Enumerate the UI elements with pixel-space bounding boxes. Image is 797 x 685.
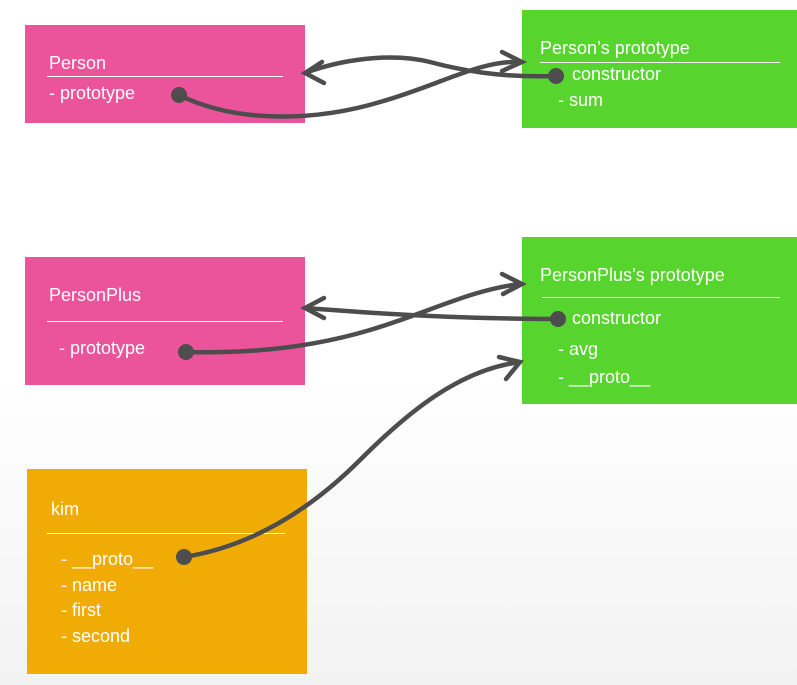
kim-name-item: - name [61, 575, 118, 595]
person-prototype-box: Person’s prototype constructor - sum [522, 10, 797, 128]
kim-box: kim - __proto__ - name - first - second [27, 469, 307, 674]
person-divider [47, 76, 283, 77]
person-prototype-item: - prototype [49, 83, 136, 103]
personplus-constructor-link [302, 305, 561, 322]
person-prototype-link-arrowhead [499, 49, 528, 74]
personplus-divider [47, 321, 283, 322]
person-prototype-sum: - sum [558, 90, 603, 110]
kim-title: kim [51, 499, 79, 519]
personplus-prototype-item: - prototype [59, 338, 146, 358]
person-prototype-constructor: constructor [572, 64, 662, 84]
personplus-prototype-proto: - __proto__ [558, 367, 651, 387]
person-constructor-link [302, 55, 559, 79]
person-box: Person - prototype [25, 25, 305, 123]
personplus-prototype-divider [542, 297, 780, 298]
personplus-prototype-link-arrowhead [499, 271, 527, 297]
personplus-prototype-constructor: constructor [572, 308, 662, 328]
kim-proto-link-arrowhead [496, 354, 525, 382]
kim-divider [47, 533, 285, 534]
kim-proto-item: - __proto__ [61, 549, 154, 569]
person-constructor-link-arrowhead [300, 59, 327, 86]
personplus-prototype-box: PersonPlus’s prototype constructor - avg… [522, 237, 797, 404]
kim-first-item: - first [61, 600, 101, 620]
person-prototype-divider [540, 62, 780, 63]
personplus-constructor-link-arrowhead [300, 295, 327, 321]
personplus-prototype-avg: - avg [558, 339, 599, 359]
personplus-prototype-title: PersonPlus’s prototype [540, 265, 725, 285]
person-prototype-title: Person’s prototype [540, 38, 690, 58]
kim-second-item: - second [61, 626, 131, 646]
personplus-title: PersonPlus [49, 285, 142, 305]
personplus-box: PersonPlus - prototype [25, 257, 305, 385]
person-title: Person [49, 53, 107, 73]
